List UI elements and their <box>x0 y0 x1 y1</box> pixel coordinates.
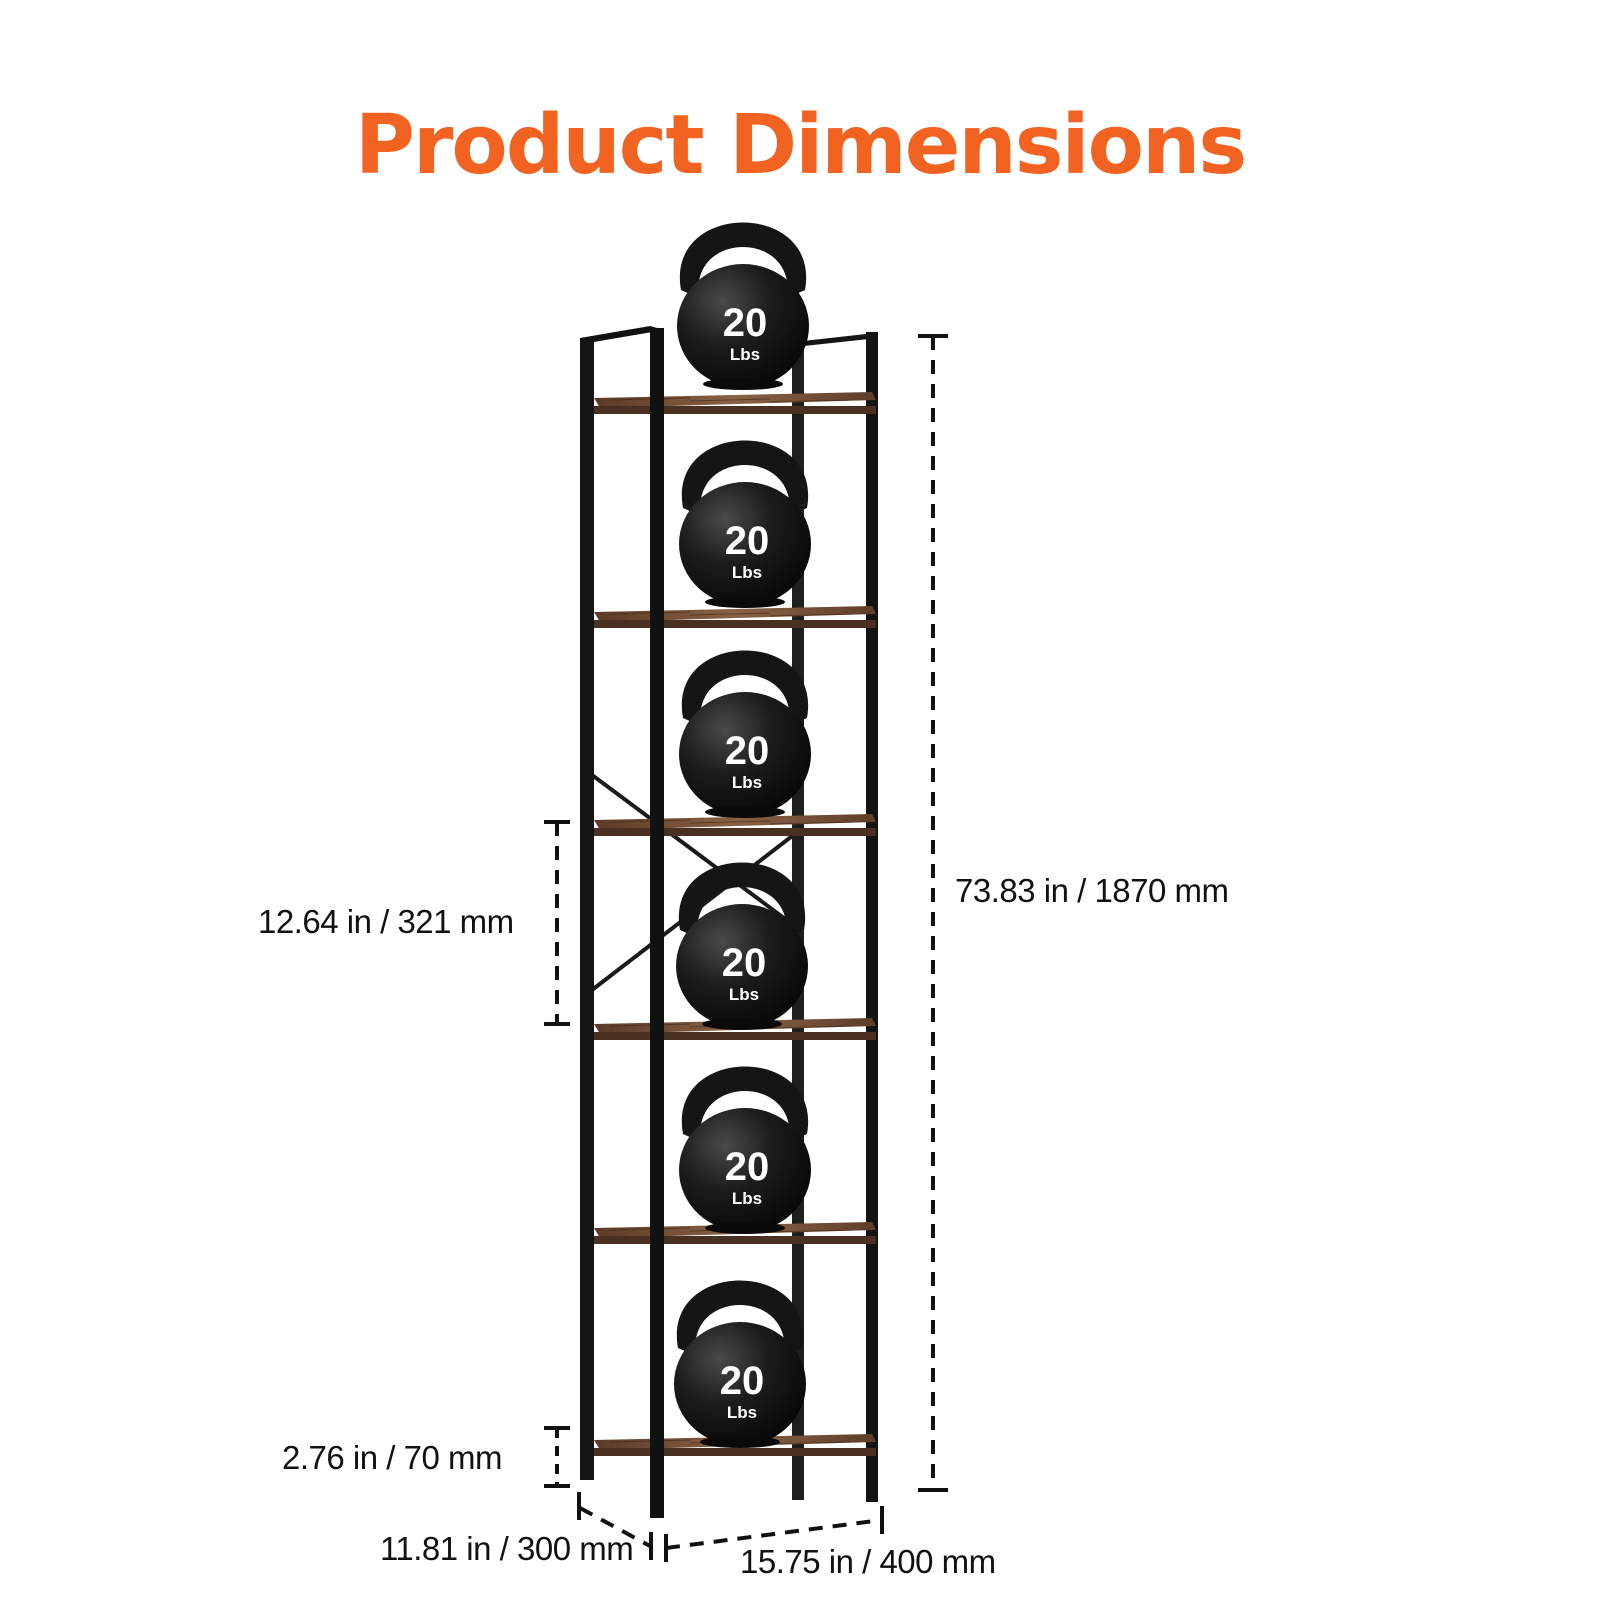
kettlebell-unit-label: Lbs <box>732 563 762 582</box>
dimension-line-depth <box>577 1492 653 1560</box>
dimension-line-height <box>918 334 948 1492</box>
kettlebell-unit-label: Lbs <box>730 345 760 364</box>
kettlebell-weight-label: 20 <box>720 1359 765 1403</box>
shelf-spacing-dimension-label: 12.64 in / 321 mm <box>258 903 514 940</box>
shelf-board <box>594 814 876 836</box>
shelf-board <box>594 392 876 414</box>
dimension-line-bottom-clearance <box>544 1426 570 1488</box>
dimension-line-width <box>664 1506 884 1562</box>
bottom-clearance-dimension-label: 2.76 in / 70 mm <box>282 1439 502 1476</box>
shelf-board <box>594 606 876 628</box>
dimension-line-shelf-spacing <box>544 820 570 1026</box>
kettlebell-weight-label: 20 <box>723 301 768 345</box>
shelves <box>594 392 876 1456</box>
shelf-frame-front <box>580 326 664 1518</box>
height-dimension-label: 73.83 in / 1870 mm <box>955 872 1229 909</box>
kettlebell-weight-label: 20 <box>725 1145 770 1189</box>
depth-dimension-label: 11.81 in / 300 mm <box>380 1530 634 1567</box>
width-dimension-label: 15.75 in / 400 mm <box>740 1543 996 1580</box>
dimension-lines <box>544 334 948 1562</box>
kettlebell-weight-label: 20 <box>725 729 770 773</box>
kettlebell-weight-label: 20 <box>725 519 770 563</box>
kettlebell-unit-label: Lbs <box>732 1189 762 1208</box>
kettlebell-unit-label: Lbs <box>727 1403 757 1422</box>
page-title: Product Dimensions <box>354 98 1247 193</box>
kettlebell-unit-label: Lbs <box>732 773 762 792</box>
kettlebell-unit-label: Lbs <box>729 985 759 1004</box>
kettlebell-weight-label: 20 <box>722 941 767 985</box>
